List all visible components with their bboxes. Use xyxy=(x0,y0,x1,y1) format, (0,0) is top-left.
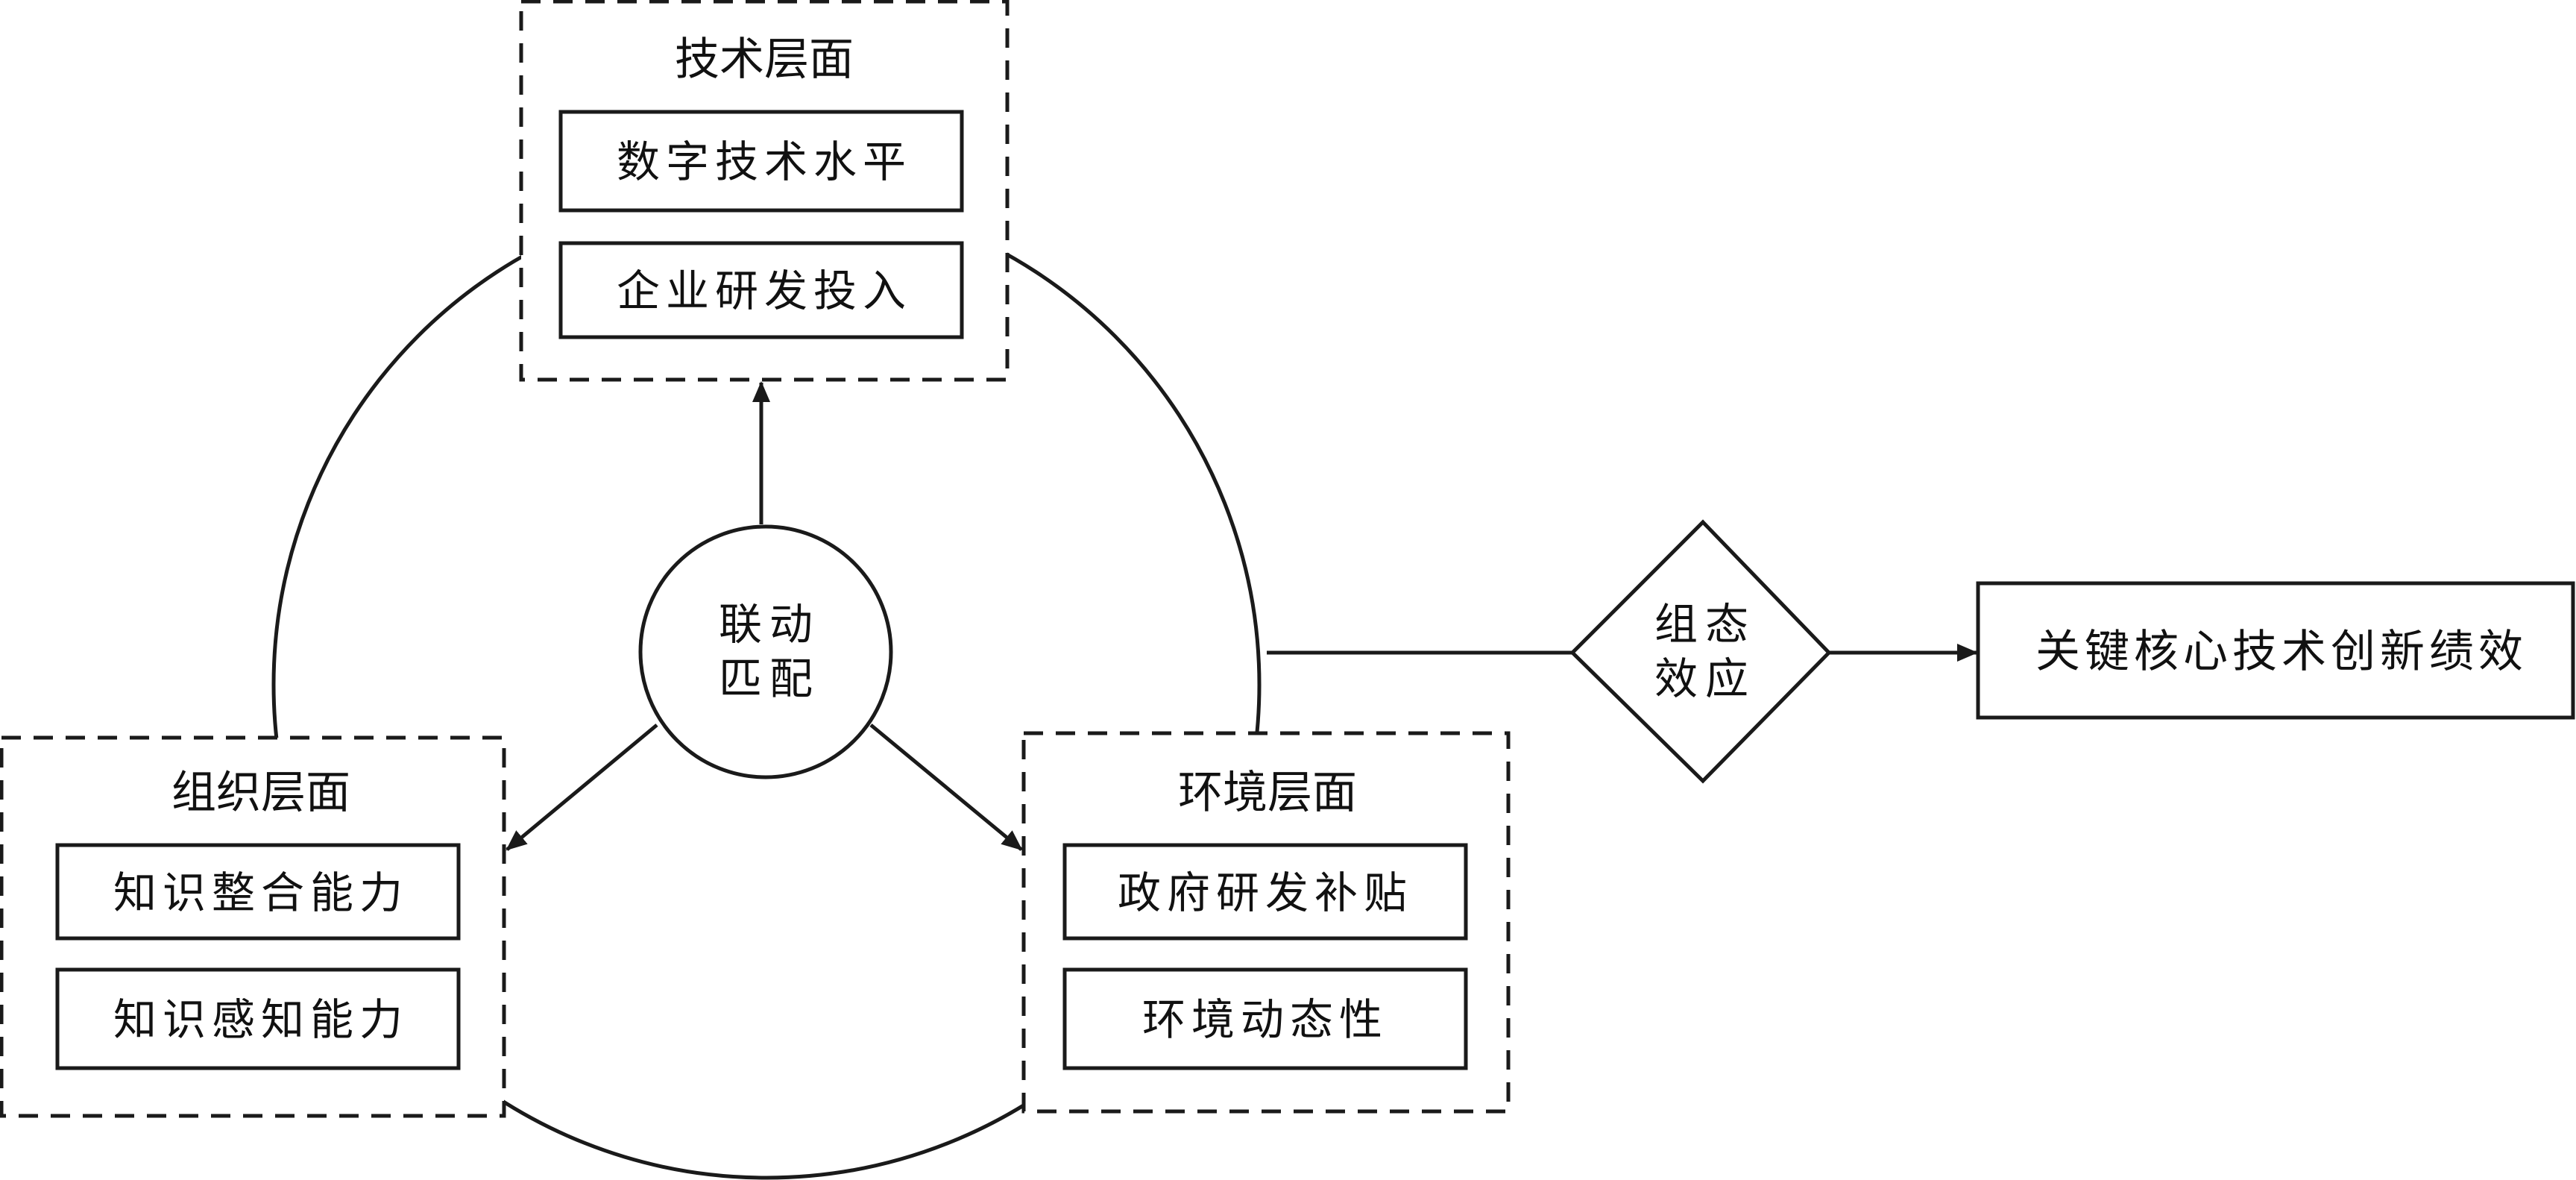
configuration-effect-diamond xyxy=(1569,519,1832,784)
arrow-to-environment xyxy=(869,724,1023,851)
technology-level-group: 技术层面 数字技术水平 企业研发投入 xyxy=(519,0,1010,382)
item-box-knowledge-integration xyxy=(55,843,461,941)
arrow-to-organization xyxy=(506,724,658,851)
environment-level-title: 环境层面 xyxy=(1178,767,1357,819)
configuration-effect-label-line1: 组态 xyxy=(1654,599,1756,650)
item-label-digital-tech: 数字技术水平 xyxy=(617,136,912,187)
item-label-rd-investment: 企业研发投入 xyxy=(617,266,912,316)
configuration-effect-node: 组态 效应 xyxy=(1569,519,1832,784)
item-box-env-dynamism xyxy=(1062,967,1468,1070)
linkage-matching-node: 联动 匹配 xyxy=(638,524,893,779)
linkage-matching-label-line1: 联动 xyxy=(719,599,820,650)
technology-level-title: 技术层面 xyxy=(675,34,854,86)
item-box-rd-investment xyxy=(558,241,964,339)
outcome-box xyxy=(1976,581,2575,720)
item-label-env-dynamism: 环境动态性 xyxy=(1142,994,1388,1045)
environment-level-group: 环境层面 政府研发补贴 环境动态性 xyxy=(1021,731,1511,1114)
outcome-label: 关键核心技术创新绩效 xyxy=(2035,626,2528,678)
item-label-gov-subsidy: 政府研发补贴 xyxy=(1118,867,1413,918)
configuration-effect-label-line2: 效应 xyxy=(1654,653,1756,704)
linkage-matching-label-line2: 匹配 xyxy=(719,653,820,704)
outcome-group: 关键核心技术创新绩效 xyxy=(1976,581,2575,720)
item-box-gov-subsidy xyxy=(1062,843,1468,941)
item-label-knowledge-integration: 知识整合能力 xyxy=(113,867,409,918)
item-box-digital-tech xyxy=(558,110,964,213)
item-box-knowledge-perception xyxy=(55,967,461,1070)
item-label-knowledge-perception: 知识感知能力 xyxy=(113,994,409,1045)
organization-level-group: 组织层面 知识整合能力 知识感知能力 xyxy=(0,735,506,1118)
organization-level-title: 组织层面 xyxy=(171,767,350,819)
linkage-matching-circle xyxy=(638,524,893,779)
